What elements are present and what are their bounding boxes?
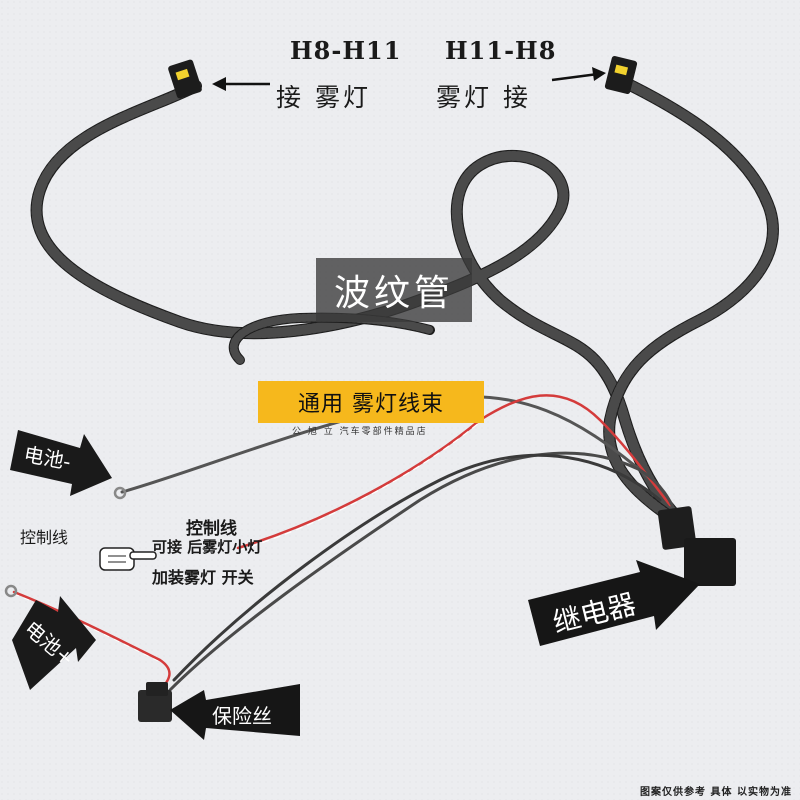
positive-wire-white: [13, 593, 161, 663]
fuse-arrow: [170, 684, 300, 740]
fuse-holder: [138, 682, 172, 722]
fuse-label: 保险丝: [212, 704, 272, 728]
relay-body: [657, 506, 736, 586]
control-wire-line1: 可接 后雾灯小灯: [152, 538, 263, 556]
control-wire-title: 控制线: [186, 519, 237, 539]
right-connector-sub: 雾灯 接: [436, 83, 531, 112]
fuse-lead: [168, 451, 682, 692]
control-wire-side-label: 控制线: [20, 528, 69, 547]
bellows-label: 波纹管: [333, 273, 454, 314]
battery-plus-arrow: [12, 596, 96, 690]
arrow-right-connector: [551, 67, 606, 82]
right-connector-title: H11-H8: [445, 36, 557, 65]
control-wire-red: [236, 394, 672, 550]
shop-name: 公 旭 立 汽车零部件精品店: [292, 427, 428, 437]
pointing-hand-icon: [99, 547, 157, 571]
right-h8-connector: [604, 55, 638, 95]
control-wire-white: [239, 421, 481, 551]
bellows-label-box: 波纹管: [316, 258, 472, 322]
left-connector-title: H8-H11: [290, 36, 402, 65]
ground-ring-terminal: [113, 486, 127, 500]
banner-title: 通用 雾灯线束: [298, 392, 444, 417]
positive-ring-terminal: [4, 584, 18, 598]
relay-arrow: [528, 560, 700, 646]
thin-wires: [12, 394, 682, 692]
left-connector-sub: 接 雾灯: [276, 83, 371, 112]
arrow-left-connector: [212, 77, 270, 91]
control-wire-line2: 加装雾灯 开关: [152, 568, 254, 587]
corrugated-tube: [30, 78, 779, 526]
left-h8-connector: [168, 59, 202, 99]
positive-wire-red: [12, 590, 171, 692]
product-banner: 通用 雾灯线束: [258, 381, 484, 423]
battery-minus-arrow: [10, 430, 112, 496]
disclaimer-footnote: 图案仅供参考 具体 以实物为准: [640, 787, 792, 798]
fuse-lead-2: [172, 453, 662, 682]
